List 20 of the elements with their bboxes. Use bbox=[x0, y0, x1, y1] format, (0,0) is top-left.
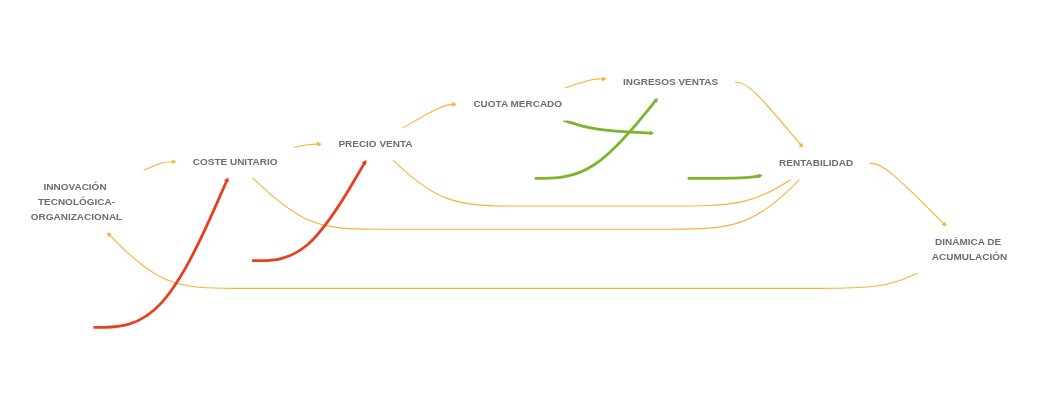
arrow bbox=[687, 174, 763, 181]
node-text: RENTABILIDAD bbox=[779, 158, 854, 170]
arrow bbox=[93, 177, 229, 330]
node-text: PRECIO VENTA bbox=[338, 138, 413, 150]
arrow bbox=[562, 119, 655, 136]
node-text: INGRESOS VENTAS bbox=[623, 76, 719, 88]
node-text: COSTE UNITARIO bbox=[192, 156, 278, 168]
arrow bbox=[869, 163, 947, 227]
node-text: DINÁMICA DE ACUMULACIÓN bbox=[931, 236, 1008, 263]
arrow bbox=[562, 77, 607, 90]
arrow bbox=[534, 98, 658, 181]
connector bbox=[392, 159, 792, 208]
arrow bbox=[293, 142, 322, 149]
arrow bbox=[251, 160, 367, 263]
arrow bbox=[142, 159, 177, 172]
connector bbox=[251, 177, 801, 231]
node-text: CUOTA MERCADO bbox=[473, 99, 563, 111]
arrow bbox=[734, 82, 804, 149]
arrow bbox=[401, 102, 457, 130]
node-text: INNOVACIÓN TECNOLÓGICA-ORGANIZACIONAL bbox=[30, 181, 123, 223]
